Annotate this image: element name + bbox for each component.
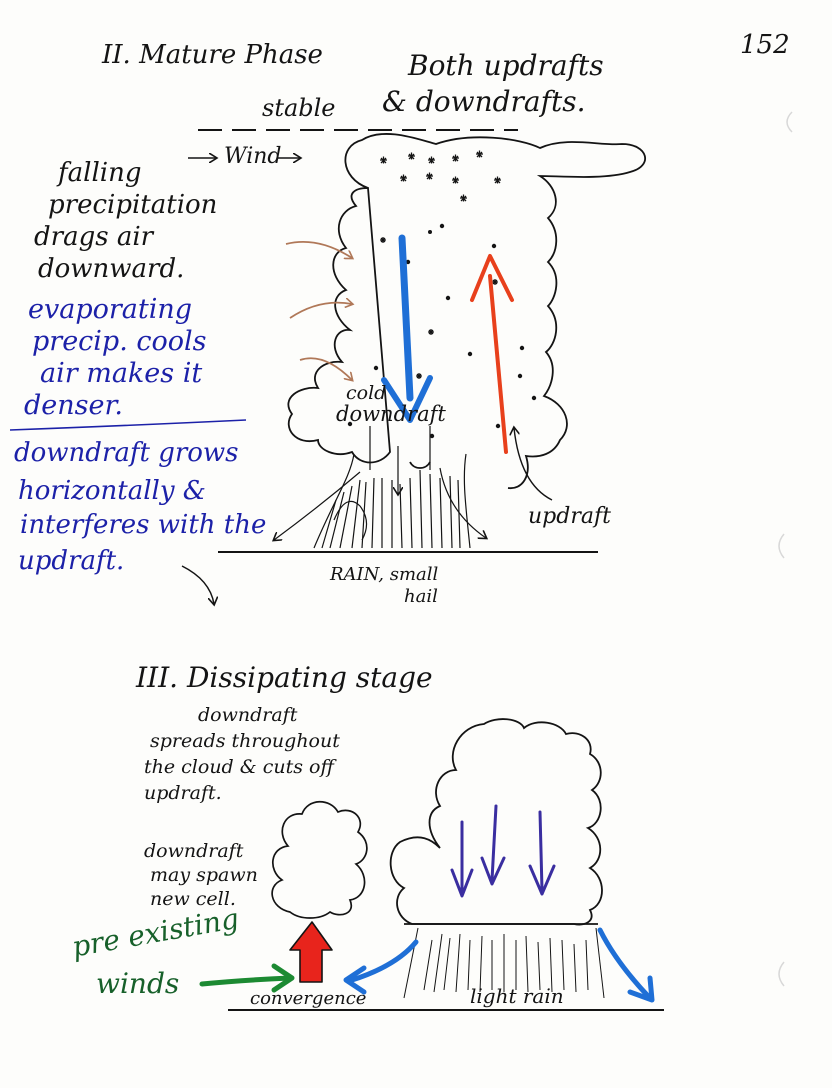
stable-label: stable [262, 94, 336, 122]
rain-hail-label-line1: RAIN, small [330, 564, 439, 585]
updraft-label: updraft [528, 504, 611, 529]
downdraft-grows-note-2: interferes with the [20, 510, 267, 540]
falling-precip-note-1: precipitation [48, 190, 218, 220]
dissipating-desc-1: spreads throughout [150, 730, 340, 752]
preexisting-label-line2: winds [96, 967, 180, 1000]
dissipating-heading: III. Dissipating stage [136, 661, 433, 694]
falling-precip-note-2: drags air [34, 222, 154, 252]
section-divider [9, 419, 247, 431]
wind-label: Wind [224, 144, 282, 169]
hole-punch-marks [778, 111, 793, 987]
evaporating-note-1: precip. cools [32, 326, 207, 357]
falling-precip-note-3: downward. [38, 254, 185, 284]
mature-cloud-outline [287, 133, 646, 489]
raindrops [347, 223, 537, 439]
downdraft-grows-note-1: horizontally & [18, 476, 206, 506]
evaporating-note-3: denser. [24, 390, 124, 421]
convergence-label: convergence [250, 988, 367, 1009]
rain-hail-label-line2: hail [404, 586, 438, 607]
mature-subtitle-line2: & downdrafts. [382, 85, 586, 118]
falling-precip-note-0: falling [58, 158, 142, 188]
light-rain-shaft [403, 927, 605, 999]
downdraft-grows-note-3: updraft. [18, 546, 125, 576]
mature-subtitle-line1: Both updrafts [408, 49, 604, 82]
spawn-note-1: may spawn [150, 864, 258, 886]
dissipating-desc-0: downdraft [198, 704, 298, 726]
rain-shaft [274, 426, 486, 549]
evaporating-note-2: air makes it [40, 358, 203, 389]
cold-label: cold [346, 382, 387, 404]
preexisting-wind-arrow [199, 963, 295, 993]
new-cell-updraft-arrow [289, 921, 333, 983]
light-rain-label: light rain [470, 984, 564, 1008]
updraft-pointer [514, 428, 553, 501]
outflow-arrows [343, 927, 655, 1003]
downdraft-arrow [381, 234, 433, 423]
mature-heading: II. Mature Phase [102, 40, 323, 70]
ice-crystals [380, 150, 501, 379]
evaporating-note-0: evaporating [28, 294, 193, 325]
spawn-note-0: downdraft [144, 840, 244, 862]
dissipating-downdraft-arrows [450, 804, 556, 898]
transition-arrow [181, 565, 214, 604]
dissipating-desc-2: the cloud & cuts off [144, 756, 334, 778]
page-number: 152 [740, 30, 790, 60]
new-cell-cloud [271, 800, 368, 919]
spawn-note-2: new cell. [150, 888, 236, 910]
dissipating-desc-3: updraft. [144, 782, 222, 804]
dissipating-cloud-outline [389, 718, 603, 926]
updraft-arrow [470, 254, 514, 454]
entrainment-arrows [285, 241, 352, 380]
downdraft-grows-note-0: downdraft grows [14, 438, 239, 468]
cold-downdraft-label: downdraft [336, 402, 446, 426]
